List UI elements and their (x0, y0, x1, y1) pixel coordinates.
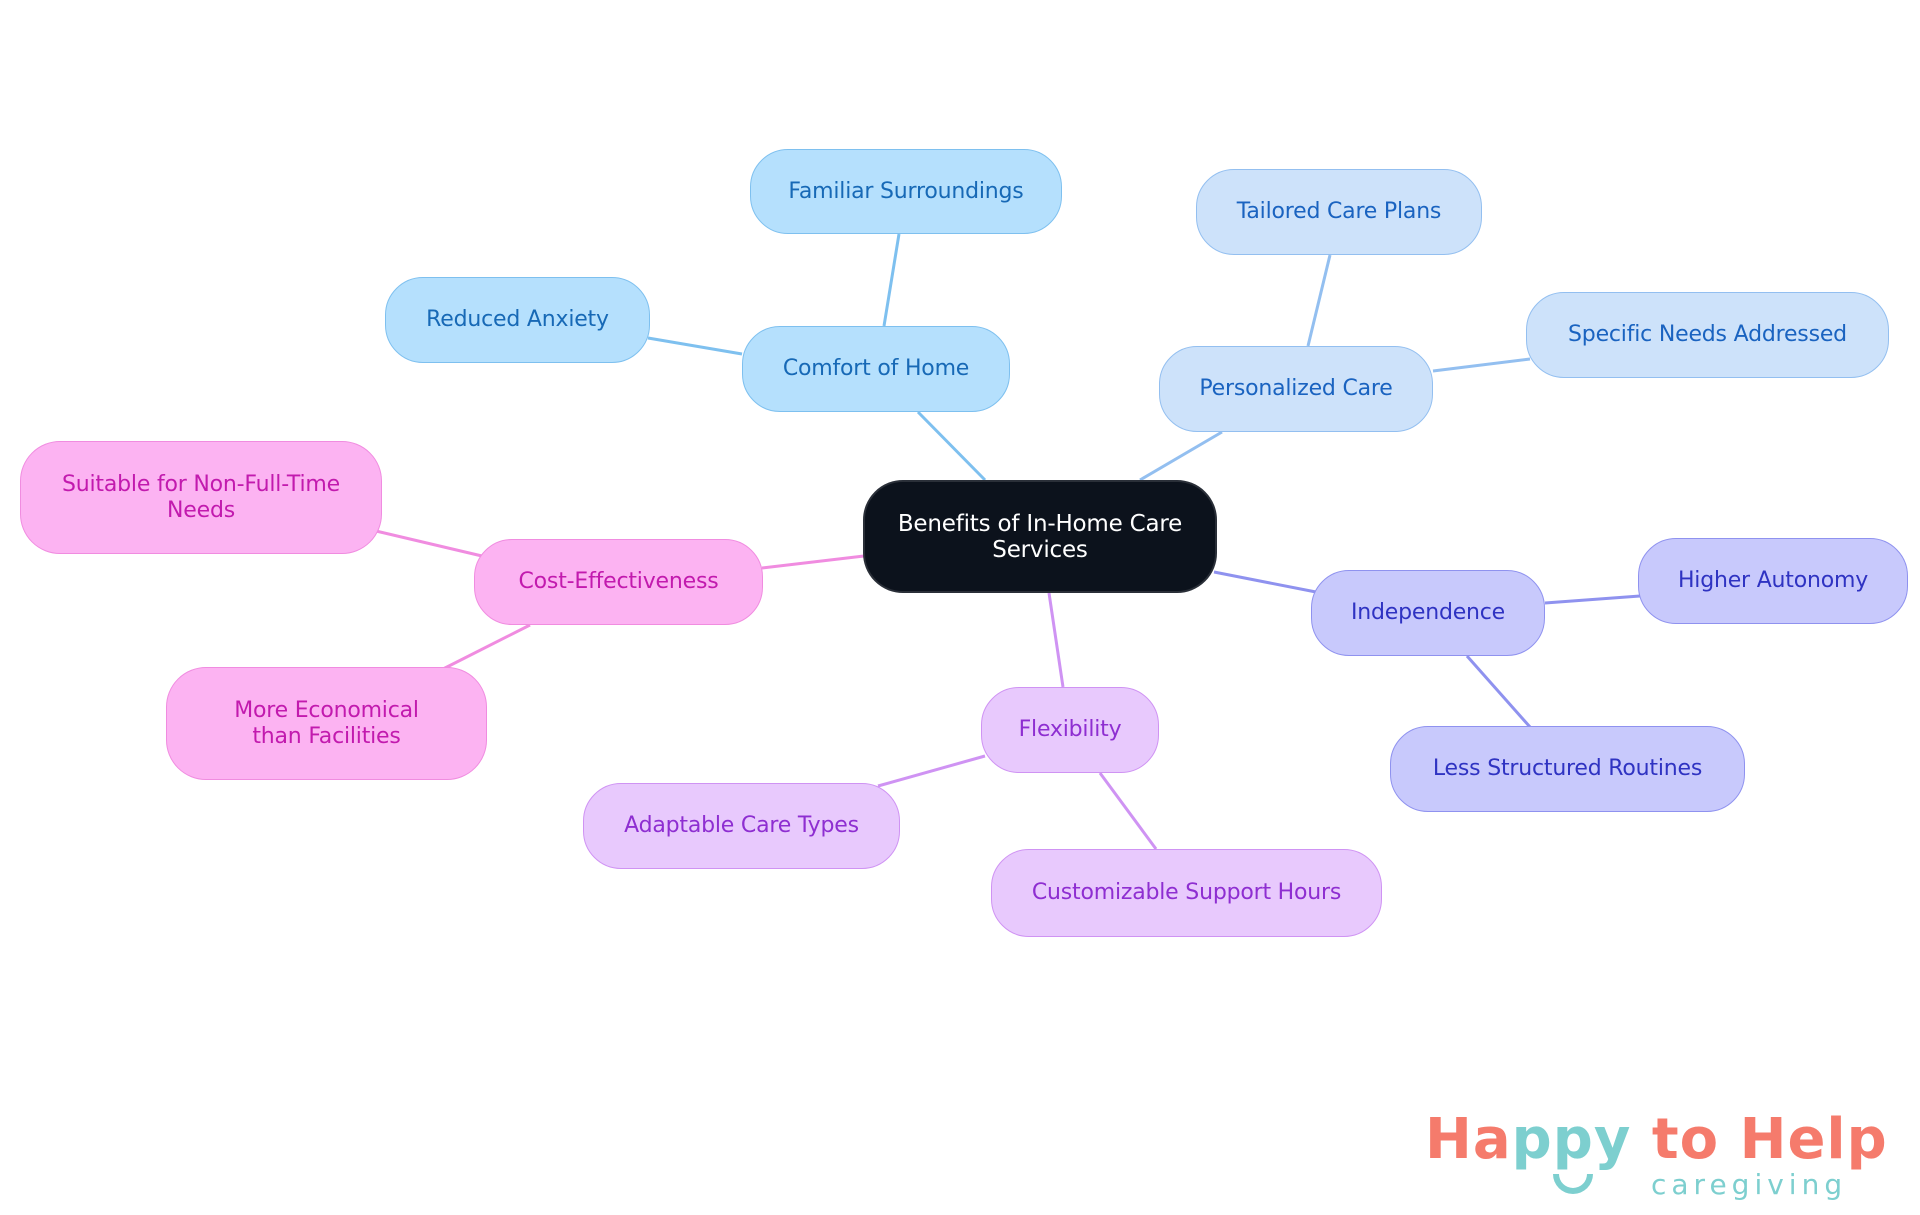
leaf-node-customizable-support-hours: Customizable Support Hours (991, 849, 1382, 937)
node-label: More Economical than Facilities (234, 697, 419, 749)
branch-node-comfort-of-home: Comfort of Home (742, 326, 1010, 412)
leaf-node-suitable-non-full-time: Suitable for Non-Full-Time Needs (20, 441, 382, 554)
node-label: Independence (1350, 600, 1506, 625)
node-label: Cost-Effectiveness (518, 569, 719, 594)
edge-flex-adaptable (877, 754, 986, 788)
logo-tagline: caregiving (1651, 1168, 1848, 1201)
edge-indep-autonomy (1544, 594, 1641, 605)
edge-cost-suitable (375, 529, 483, 558)
edge-personal-specific (1432, 357, 1531, 373)
node-label: Customizable Support Hours (1031, 880, 1342, 905)
node-label: Comfort of Home (782, 356, 970, 381)
node-label: Flexibility (1018, 717, 1122, 742)
edge-comfort-anxiety (647, 336, 743, 356)
edge-root-cost (761, 554, 865, 570)
edge-cost-economical (442, 623, 531, 671)
root-node: Benefits of In-Home Care Services (863, 480, 1217, 593)
node-label: Adaptable Care Types (624, 813, 859, 838)
node-label: Reduced Anxiety (426, 307, 609, 332)
branch-node-independence: Independence (1311, 570, 1545, 656)
edge-personal-tailored (1306, 254, 1332, 347)
node-label: Less Structured Routines (1432, 756, 1703, 781)
node-label: Personalized Care (1199, 376, 1393, 401)
branch-node-cost-effectiveness: Cost-Effectiveness (474, 539, 763, 625)
node-label: Higher Autonomy (1677, 568, 1869, 593)
node-label: Suitable for Non-Full-Time Needs (62, 471, 340, 523)
leaf-node-specific-needs-addressed: Specific Needs Addressed (1526, 292, 1889, 378)
edge-root-flex (1047, 592, 1065, 688)
edge-indep-routines (1465, 655, 1532, 728)
smile-icon (1553, 1174, 1593, 1194)
root-node-label: Benefits of In-Home Care Services (897, 510, 1183, 563)
edge-root-comfort (916, 410, 987, 482)
leaf-node-reduced-anxiety: Reduced Anxiety (385, 277, 650, 363)
node-label: Specific Needs Addressed (1568, 322, 1847, 347)
leaf-node-higher-autonomy: Higher Autonomy (1638, 538, 1908, 624)
branch-node-personalized-care: Personalized Care (1159, 346, 1433, 432)
node-label: Tailored Care Plans (1236, 199, 1442, 224)
happy-to-help-logo: Happy to Help caregiving (1425, 1108, 1895, 1208)
edge-root-personal (1139, 430, 1223, 482)
branch-node-flexibility: Flexibility (981, 687, 1159, 773)
edge-root-indep (1213, 570, 1317, 594)
leaf-node-tailored-care-plans: Tailored Care Plans (1196, 169, 1482, 255)
leaf-node-adaptable-care-types: Adaptable Care Types (583, 783, 900, 869)
edge-comfort-familiar (882, 233, 901, 327)
leaf-node-less-structured-routines: Less Structured Routines (1390, 726, 1745, 812)
logo-wordmark: Happy to Help (1425, 1107, 1888, 1172)
leaf-node-more-economical: More Economical than Facilities (166, 667, 487, 780)
leaf-node-familiar-surroundings: Familiar Surroundings (750, 149, 1062, 234)
node-label: Familiar Surroundings (788, 178, 1024, 204)
edge-flex-support (1098, 772, 1158, 850)
